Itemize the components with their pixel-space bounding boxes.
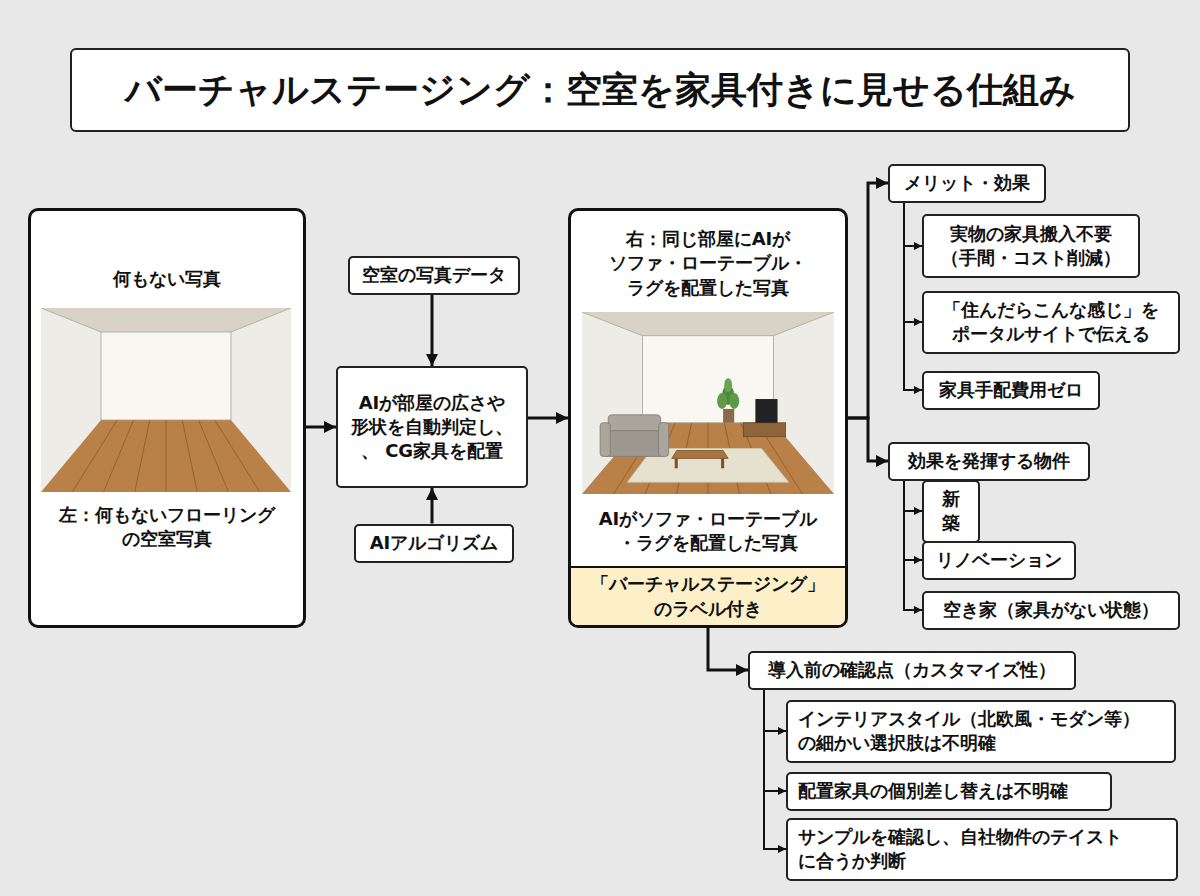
connector xyxy=(848,183,888,418)
connector xyxy=(904,203,922,391)
process-box: 導入前の確認点（カスタマイズ性） xyxy=(748,651,1076,690)
node-text: AIがソファ・ローテーブル ・ラグを配置した写真 xyxy=(588,507,828,556)
connector xyxy=(306,426,336,429)
node-text: AIアルゴリズム xyxy=(370,531,499,555)
title-text: バーチャルステージング：空室を家具付きに見せる仕組み xyxy=(125,66,1076,115)
process-box: サンプルを確認し、自社物件のテイスト に合うか判断 xyxy=(786,818,1178,881)
connector xyxy=(764,690,786,732)
node-text: 家具手配費用ゼロ xyxy=(939,378,1083,402)
label-band: 「バーチャルステージング」 のラベル付き xyxy=(571,566,845,625)
node-text: 空き家（家具がない状態） xyxy=(943,598,1159,622)
process-box: 空室の写真データ xyxy=(348,256,520,295)
process-box: AIアルゴリズム xyxy=(354,524,514,563)
connector xyxy=(904,481,922,561)
empty-room-illustration xyxy=(41,308,291,492)
connector xyxy=(708,628,748,670)
connector xyxy=(904,481,922,512)
node-text: サンプルを確認し、自社物件のテイスト に合うか判断 xyxy=(798,825,1166,874)
process-box: 実物の家具搬入不要 （手間・コスト削減） xyxy=(922,214,1140,278)
process-box: インテリアスタイル（北欧風・モダン等） の細かい選択肢は不明確 xyxy=(786,700,1176,763)
process-box: AIが部屋の広さや 形状を自動判定し、 、 CG家具を配置 xyxy=(336,366,528,488)
node-text: 「住んだらこんな感じ」を ポータルサイトで伝える xyxy=(934,298,1168,347)
connector xyxy=(528,417,568,420)
process-box: 配置家具の個別差し替えは不明確 xyxy=(786,772,1112,811)
connector xyxy=(764,690,786,850)
connector xyxy=(431,295,434,367)
node-text: 右：同じ部屋にAIが ソファ・ローテーブル・ ラグを配置した写真 xyxy=(588,227,828,300)
process-box: 効果を発揮する物件 xyxy=(888,442,1090,481)
process-box: 新築 xyxy=(922,480,980,543)
connector xyxy=(904,203,922,247)
node-text: メリット・効果 xyxy=(904,171,1030,195)
node-text: 効果を発揮する物件 xyxy=(908,449,1070,473)
photo-panel: 何もない写真左：何もないフローリング の空室写真 xyxy=(28,208,306,628)
connector xyxy=(431,488,434,524)
node-text: 「バーチャルステージング」 のラベル付き xyxy=(581,572,835,621)
process-box: 「住んだらこんな感じ」を ポータルサイトで伝える xyxy=(922,291,1180,354)
node-text: 空室の写真データ xyxy=(362,263,506,287)
node-text: インテリアスタイル（北欧風・モダン等） の細かい選択肢は不明確 xyxy=(798,707,1164,756)
process-box: リノベーション xyxy=(922,541,1076,580)
node-text: 配置家具の個別差し替えは不明確 xyxy=(798,779,1068,803)
node-text: 新築 xyxy=(934,487,968,536)
photo-panel: 右：同じ部屋にAIが ソファ・ローテーブル・ ラグを配置した写真 AIがソファ・ロ… xyxy=(568,208,848,628)
process-box: 家具手配費用ゼロ xyxy=(922,371,1100,410)
node-text: 何もない写真 xyxy=(42,267,292,291)
process-box: 空き家（家具がない状態） xyxy=(922,591,1180,630)
connector xyxy=(904,203,922,323)
connector xyxy=(904,481,922,611)
title-box: バーチャルステージング：空室を家具付きに見せる仕組み xyxy=(70,48,1130,132)
process-box: メリット・効果 xyxy=(888,164,1046,203)
node-text: 左：何もないフローリング の空室写真 xyxy=(42,503,292,552)
connector xyxy=(764,690,786,792)
furnished-room-illustration xyxy=(582,312,834,494)
node-text: 実物の家具搬入不要 （手間・コスト削減） xyxy=(934,222,1128,271)
connector xyxy=(848,418,888,461)
node-text: AIが部屋の広さや 形状を自動判定し、 、 CG家具を配置 xyxy=(348,391,516,464)
node-text: 導入前の確認点（カスタマイズ性） xyxy=(768,658,1056,682)
node-text: リノベーション xyxy=(936,548,1062,572)
